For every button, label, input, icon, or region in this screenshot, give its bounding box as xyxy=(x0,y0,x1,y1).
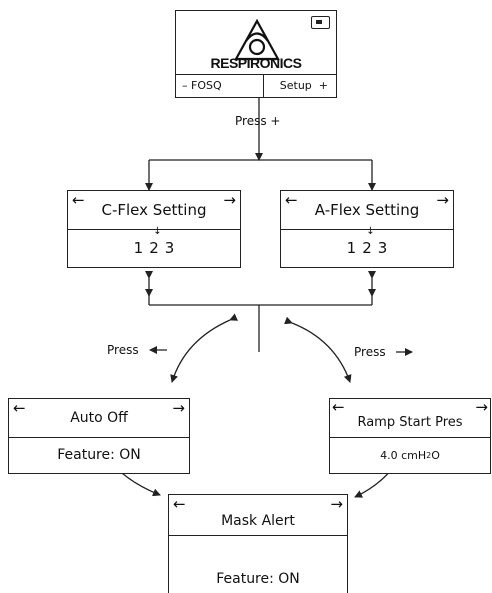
left-arrow-icon: ← xyxy=(332,398,345,416)
right-arrow-icon: → xyxy=(475,398,488,416)
fosq-label[interactable]: – FOSQ xyxy=(182,79,222,92)
press-left-label: Press xyxy=(107,343,139,357)
brand-name: RESPIRONICS xyxy=(210,55,302,71)
mask-alert-header: ← Mask Alert → xyxy=(169,495,347,536)
cflex-screen: ← C-Flex Setting → 1 2 ↓ 3 xyxy=(67,190,241,268)
cflex-title: C-Flex Setting xyxy=(101,201,207,219)
selected-marker-icon: ↓ xyxy=(153,226,162,237)
cflex-header: ← C-Flex Setting → xyxy=(68,191,240,230)
aflex-value-2[interactable]: 2 ↓ xyxy=(362,226,375,257)
aflex-title: A-Flex Setting xyxy=(314,201,420,219)
cflex-value-1[interactable]: 1 xyxy=(133,239,144,257)
auto-off-header: ← Auto Off → xyxy=(9,399,189,438)
mask-alert-value[interactable]: Feature: ON xyxy=(216,571,300,587)
curve-to-auto-off xyxy=(170,313,239,383)
cflex-value-2[interactable]: 2 ↓ xyxy=(149,226,162,257)
auto-off-screen: ← Auto Off → Feature: ON xyxy=(8,398,190,474)
curve-to-ramp xyxy=(284,316,352,383)
aflex-values: 1 2 ↓ 3 xyxy=(281,226,453,267)
card-icon xyxy=(311,16,330,29)
home-screen: RESPIRONICS – FOSQ Setup + xyxy=(175,10,337,98)
respironics-logo xyxy=(234,18,280,61)
mask-alert-title: Mask Alert xyxy=(221,513,295,529)
aflex-screen: ← A-Flex Setting → 1 2 ↓ 3 xyxy=(280,190,454,268)
right-arrow-icon: → xyxy=(436,191,449,209)
mask-alert-screen: ← Mask Alert → Feature: ON xyxy=(168,494,348,593)
right-arrow-icon: → xyxy=(330,495,343,513)
aflex-header: ← A-Flex Setting → xyxy=(281,191,453,230)
cflex-values: 1 2 ↓ 3 xyxy=(68,226,240,267)
ramp-title: Ramp Start Pres xyxy=(357,414,463,430)
ramp-header: ← Ramp Start Pres → xyxy=(330,399,490,438)
home-footer: – FOSQ Setup + xyxy=(176,74,336,97)
auto-off-title: Auto Off xyxy=(70,410,128,426)
cflex-value-3[interactable]: 3 xyxy=(164,239,175,257)
right-arrow-icon: → xyxy=(172,399,185,417)
press-plus-label: Press + xyxy=(235,114,281,128)
footer-divider xyxy=(263,75,264,97)
left-arrow-icon: ← xyxy=(72,191,85,209)
setup-label[interactable]: Setup + xyxy=(279,79,328,92)
left-arrow-icon: ← xyxy=(13,399,26,417)
left-arrow-icon: ← xyxy=(173,495,186,513)
aflex-value-3[interactable]: 3 xyxy=(377,239,388,257)
right-arrow-icon: → xyxy=(223,191,236,209)
auto-off-value[interactable]: Feature: ON xyxy=(57,447,141,463)
left-arrow-icon: ← xyxy=(285,191,298,209)
aflex-value-1[interactable]: 1 xyxy=(346,239,357,257)
press-right-label: Press xyxy=(354,345,386,359)
selected-marker-icon: ↓ xyxy=(366,226,375,237)
